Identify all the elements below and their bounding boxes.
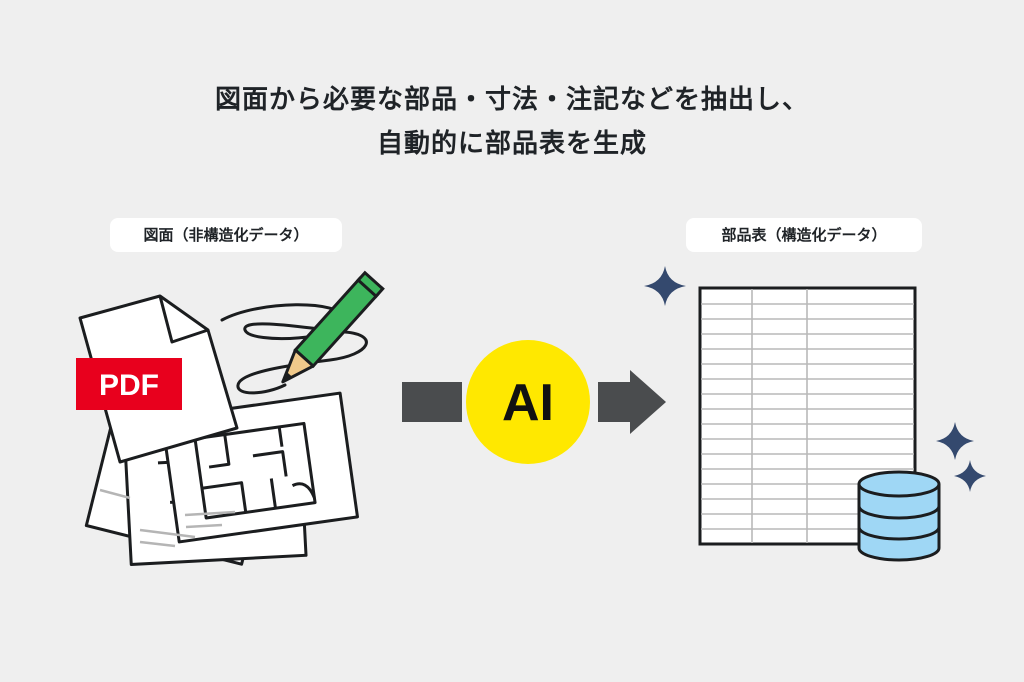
headline: 図面から必要な部品・寸法・注記などを抽出し、 自動的に部品表を生成 <box>0 78 1024 166</box>
sparkle-icons <box>644 266 986 492</box>
pdf-document: PDF <box>76 294 239 464</box>
unstructured-drawing-label: 図面（非構造化データ） <box>110 218 342 252</box>
pencil-icon <box>281 270 385 384</box>
pdf-page-fold <box>158 295 209 344</box>
arrow-tail-left <box>402 382 462 422</box>
sheet-text-lines <box>99 488 236 548</box>
pdf-badge <box>76 358 182 410</box>
headline-line-2: 自動的に部品表を生成 <box>376 129 647 159</box>
sparkle-icon <box>936 422 974 460</box>
pdf-badge-text: PDF <box>99 369 159 402</box>
headline-line-1: 図面から必要な部品・寸法・注記などを抽出し、 <box>214 85 809 115</box>
ai-label: AI <box>502 374 554 432</box>
database-icon <box>857 470 941 562</box>
sparkle-icon <box>954 460 986 492</box>
sparkle-icon <box>644 266 686 306</box>
arrow-tail-right <box>598 382 632 422</box>
flow-arrow <box>402 370 666 434</box>
ai-circle <box>466 340 590 464</box>
parts-list-label: 部品表（構造化データ） <box>686 218 922 252</box>
arrow-head-icon <box>630 370 666 434</box>
